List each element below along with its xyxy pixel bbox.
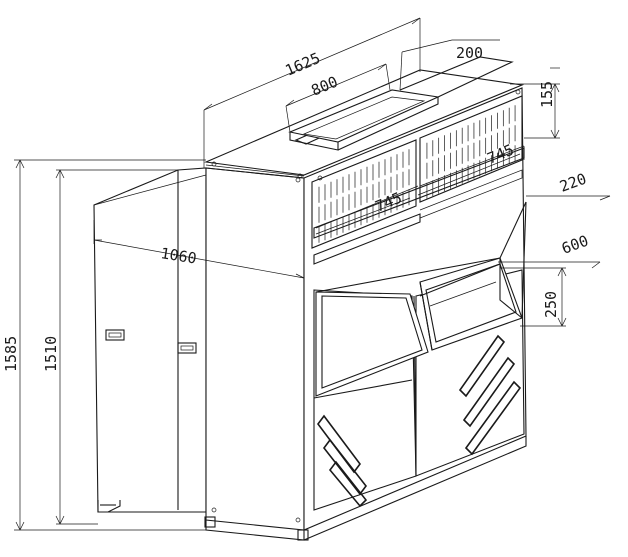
side-unit xyxy=(93,167,207,513)
side-handle-left xyxy=(105,329,125,341)
dim-front-outlet-height: 250 xyxy=(542,291,560,318)
door-slot-left xyxy=(317,414,368,508)
dim-overall-width: 1625 xyxy=(283,49,323,80)
dim-front-outlet-width: 600 xyxy=(559,232,591,258)
dim-top-height: 155 xyxy=(538,81,556,108)
dim-front-outlet-depth: 220 xyxy=(557,170,589,196)
dimension-lines xyxy=(14,17,611,531)
dim-top-outlet-length: 800 xyxy=(309,73,341,100)
side-handle-right xyxy=(177,342,197,354)
main-unit xyxy=(203,56,527,541)
dim-overall-height: 1585 xyxy=(2,336,20,372)
dimension-labels: 1625 800 200 155 745 745 1060 220 600 25… xyxy=(2,44,591,372)
dim-body-height: 1510 xyxy=(42,336,60,372)
dim-top-outlet-width: 200 xyxy=(456,44,483,62)
dim-side-depth: 1060 xyxy=(159,244,197,267)
grille-left xyxy=(311,139,417,249)
front-outlet xyxy=(315,201,527,397)
door-slot-right xyxy=(458,334,522,456)
